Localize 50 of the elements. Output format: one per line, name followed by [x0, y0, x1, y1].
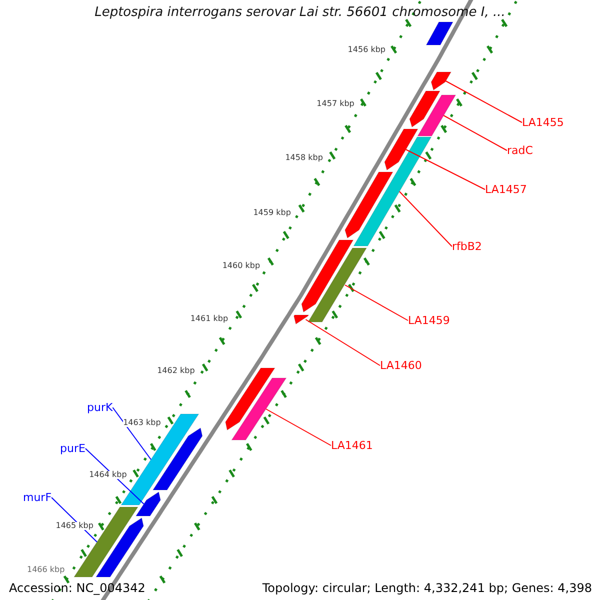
- scale-label: 1457 kbp: [316, 100, 354, 108]
- accession-text: Accession: NC_004342: [9, 582, 146, 594]
- leader-line: [405, 149, 486, 190]
- gene-feature: [135, 492, 161, 516]
- gene-label: rfbB2: [452, 241, 482, 252]
- scale-label: 1458 kbp: [285, 154, 323, 162]
- leader-line: [443, 115, 508, 151]
- gene-label: LA1455: [522, 117, 564, 128]
- scale-label: 1466 kbp: [26, 566, 65, 574]
- gene-label: purK: [87, 402, 113, 413]
- gene-feature: [301, 240, 354, 312]
- leader-line: [84, 448, 144, 504]
- scale-label: 1464 kbp: [89, 471, 127, 479]
- genome-info-text: Topology: circular; Length: 4,332,241 bp; Genes: 4,398: [262, 582, 592, 594]
- gene-feature: [409, 90, 440, 128]
- scale-label: 1460 kbp: [222, 262, 260, 270]
- gene-label: LA1459: [408, 315, 450, 326]
- scale-label: 1456 kbp: [348, 46, 386, 54]
- gene-label: LA1461: [331, 440, 373, 451]
- scale-label: 1461 kbp: [190, 315, 228, 323]
- gene-label: purE: [60, 443, 86, 454]
- gene-block: [417, 94, 456, 136]
- gene-block: [426, 22, 454, 46]
- gene-feature: [225, 368, 276, 430]
- gene-block: [353, 136, 432, 246]
- leader-line: [344, 284, 408, 321]
- scale-label: 1465 kbp: [56, 522, 94, 530]
- chart-title: Leptospira interrogans serovar Lai str. 56601 chromosome I, ...: [94, 6, 506, 19]
- leader-line: [51, 497, 98, 542]
- leader-line: [112, 407, 152, 460]
- gene-label: LA1457: [485, 184, 527, 195]
- gene-feature: [294, 314, 310, 324]
- leader-line: [305, 319, 380, 366]
- gene-block: [231, 378, 287, 440]
- gene-block: [308, 248, 368, 322]
- gene-feature: [384, 128, 418, 170]
- gene-feature: [344, 172, 394, 238]
- gene-feature: [152, 428, 203, 490]
- leader-line: [445, 80, 522, 123]
- scale-label: 1462 kbp: [157, 367, 195, 375]
- gene-block: [74, 506, 138, 578]
- gene-label: murF: [23, 492, 52, 503]
- leader-line: [265, 408, 332, 446]
- gene-feature: [96, 518, 144, 578]
- scale-label: 1459 kbp: [253, 209, 291, 217]
- scale-label: 1463 kbp: [123, 419, 161, 427]
- leader-line: [398, 191, 452, 247]
- gene-feature: [430, 72, 452, 90]
- gene-label: radC: [507, 145, 533, 156]
- gene-label: LA1460: [380, 360, 422, 371]
